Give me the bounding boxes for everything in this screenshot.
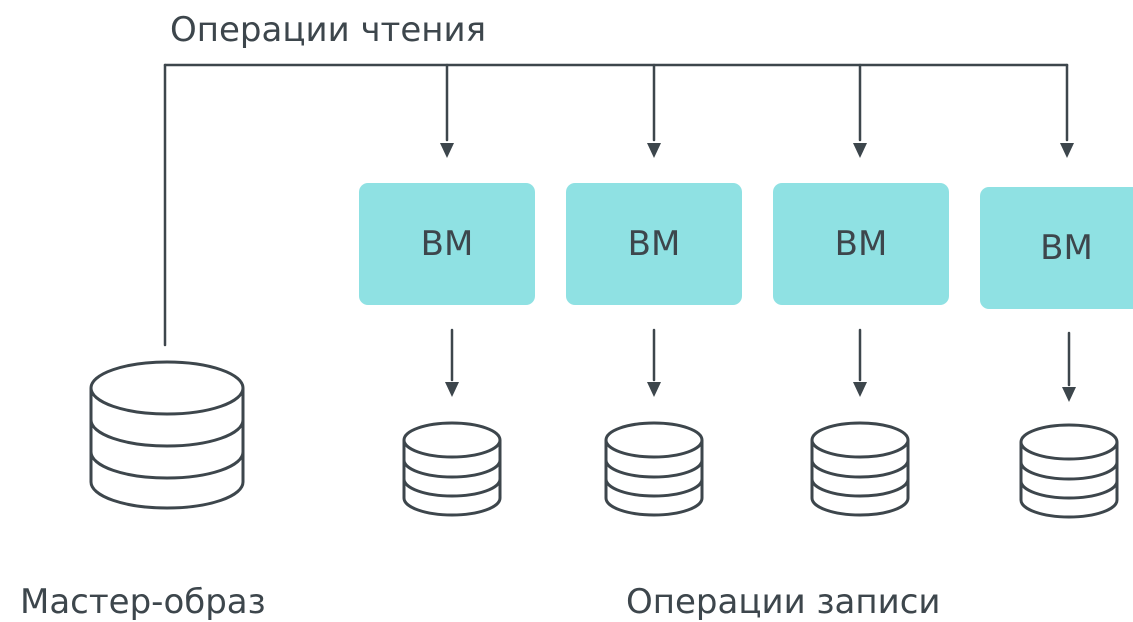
vm-label: ВМ xyxy=(420,224,474,264)
arrow-down-icon xyxy=(440,143,454,158)
write-operations-label: Операции записи xyxy=(626,582,941,622)
arrow-down-icon xyxy=(853,382,867,397)
arrow-down-icon xyxy=(647,382,661,397)
master-image-label: Мастер-образ xyxy=(20,582,266,622)
vm-label: ВМ xyxy=(1040,228,1093,268)
arrow-down-icon xyxy=(1060,143,1074,158)
vm-box-4: ВМ xyxy=(980,187,1133,309)
read-operations-label: Операции чтения xyxy=(170,10,487,50)
vm-database-icon-2 xyxy=(604,421,704,517)
arrow-down-icon xyxy=(445,382,459,397)
arrow-down-icon xyxy=(853,143,867,158)
vm-label: ВМ xyxy=(834,224,888,264)
master-database-icon xyxy=(89,360,245,510)
vm-database-icon-1 xyxy=(402,421,502,517)
arrow-down-icon xyxy=(647,143,661,158)
vm-box-1: ВМ xyxy=(359,183,535,305)
vm-box-3: ВМ xyxy=(773,183,949,305)
vm-box-2: ВМ xyxy=(566,183,742,305)
vm-label: ВМ xyxy=(627,224,681,264)
vm-database-icon-3 xyxy=(810,421,910,517)
arrow-down-icon xyxy=(1062,387,1076,402)
vm-database-icon-4 xyxy=(1019,423,1119,519)
